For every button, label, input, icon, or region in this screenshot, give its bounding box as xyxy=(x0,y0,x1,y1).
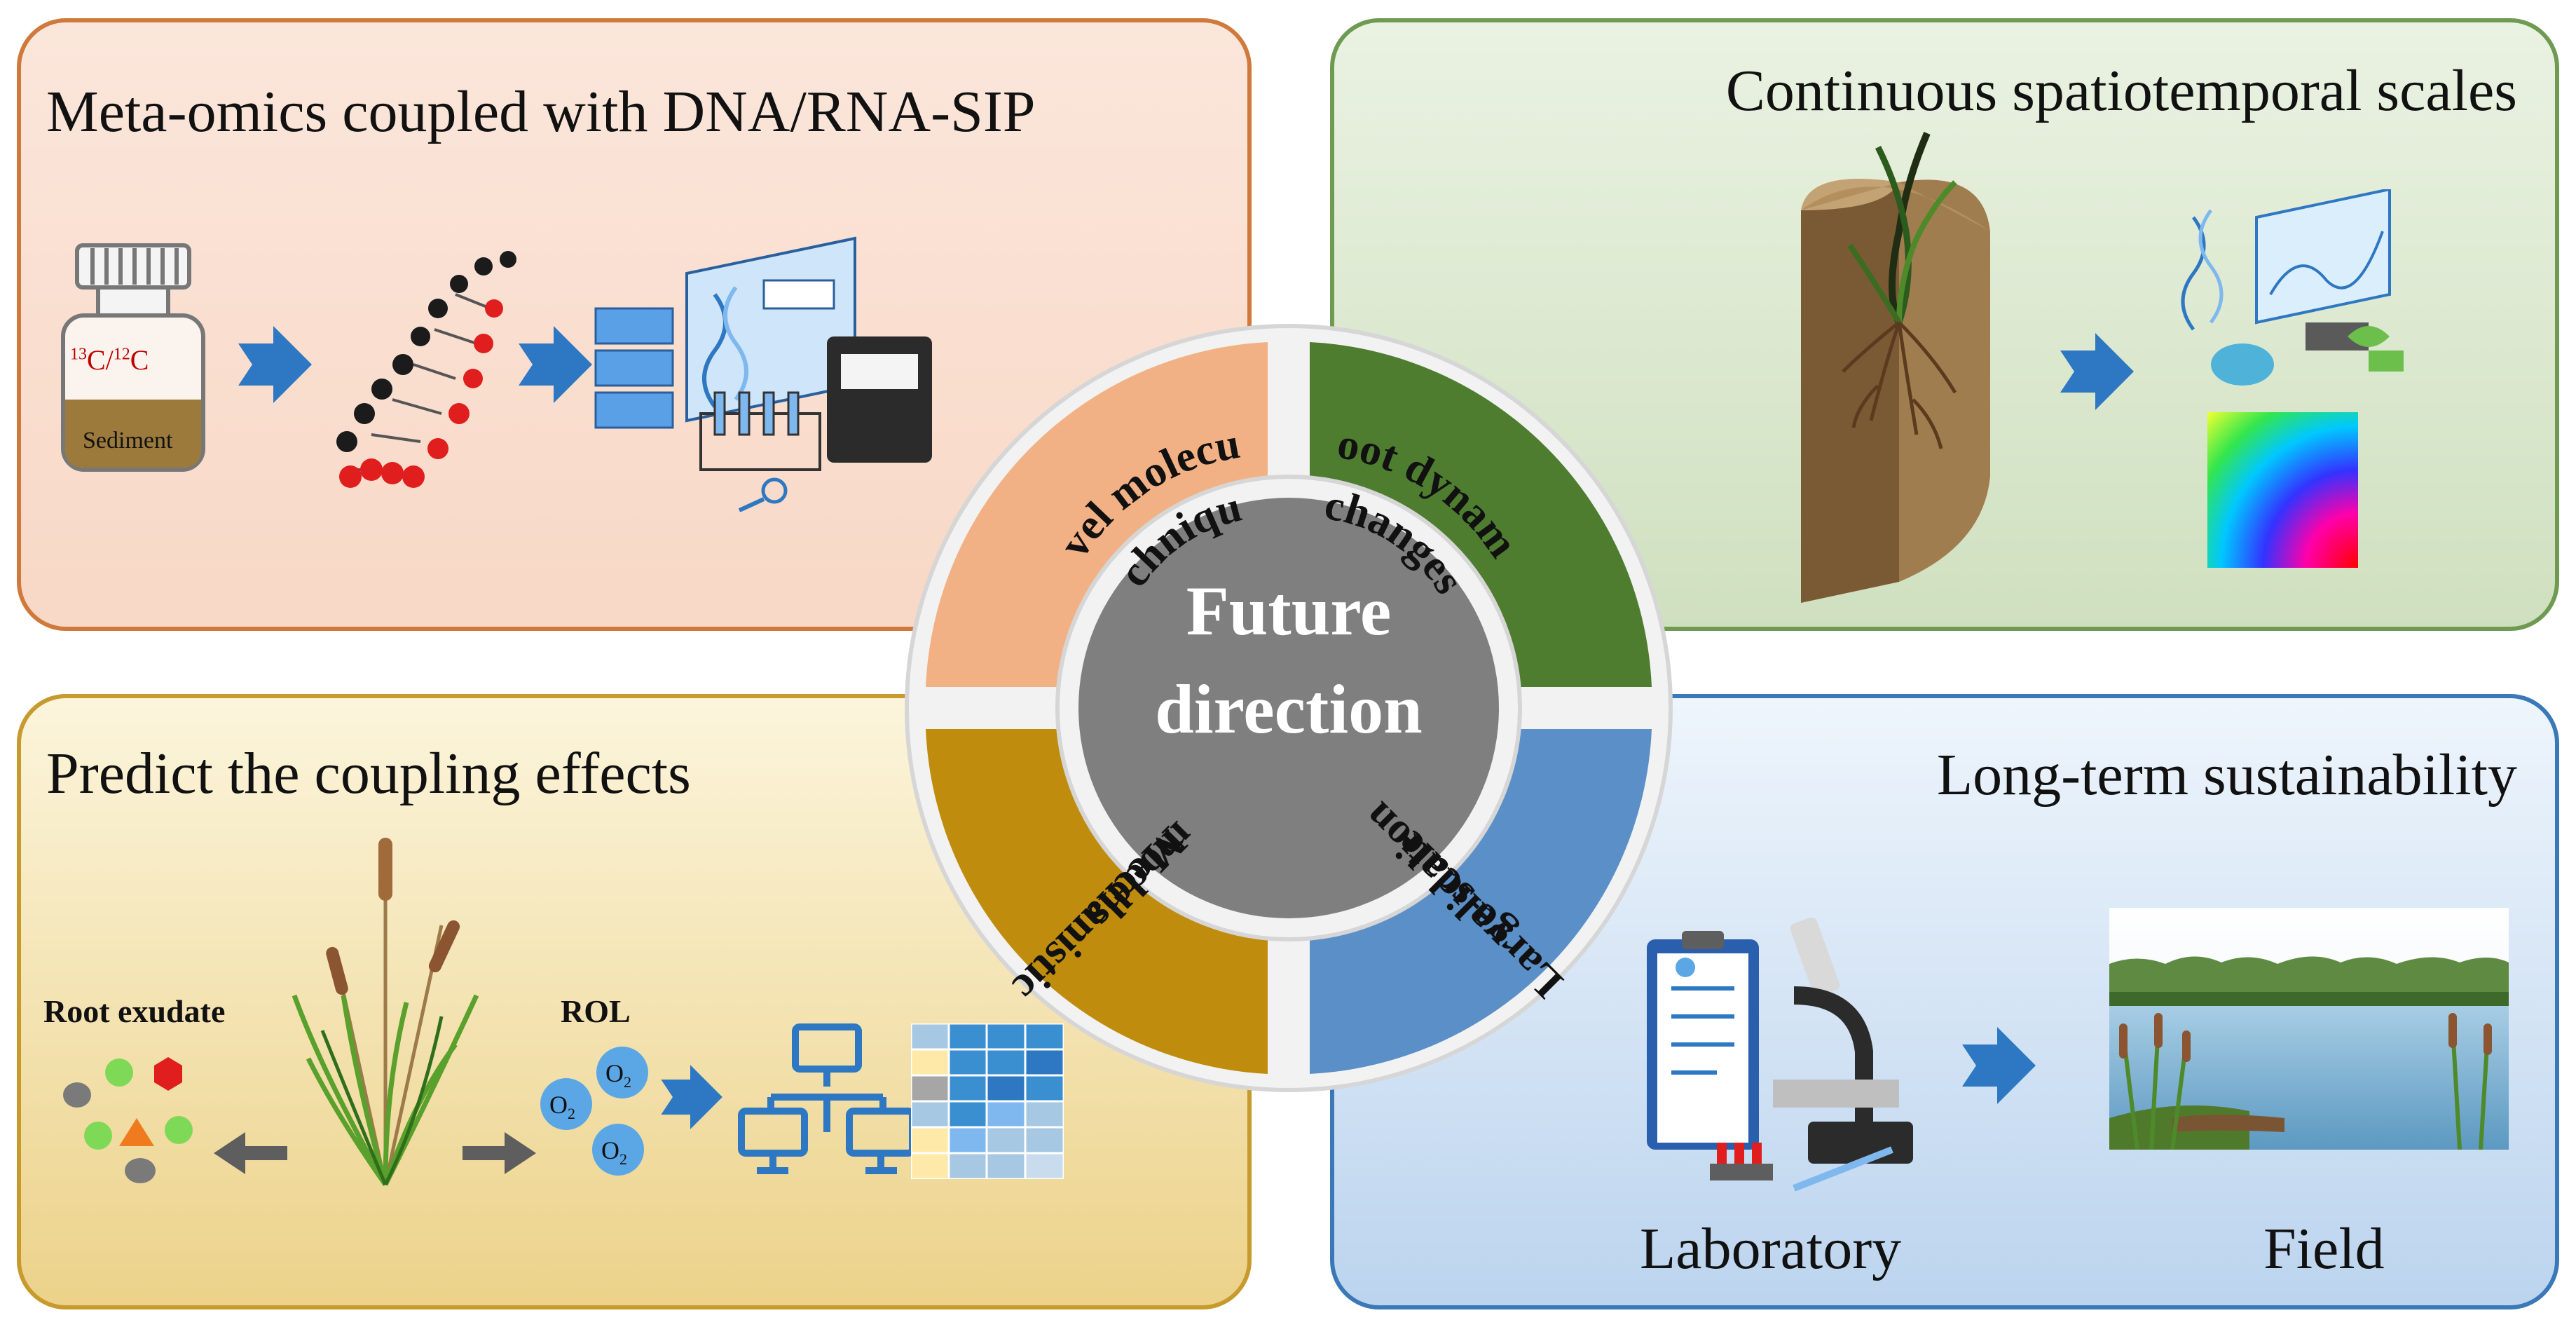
color-map-icon xyxy=(2207,412,2358,568)
dna-helix-icon xyxy=(336,251,516,488)
root-exudate-molecules-icon xyxy=(63,1057,193,1183)
arrow-right-icon xyxy=(238,326,312,403)
o2-bubble-icon xyxy=(596,1047,648,1098)
title-spatiotemporal: Continuous spatiotemporal scales xyxy=(1725,58,2517,123)
o2-label: O2 xyxy=(549,1091,575,1123)
arrow-right-icon xyxy=(1962,1027,2036,1104)
o2-bubble-icon xyxy=(592,1124,644,1176)
arrow-right-icon xyxy=(661,1065,722,1129)
arrow-right-icon xyxy=(519,326,592,403)
arrow-left-icon xyxy=(214,1132,287,1174)
o2-label: O2 xyxy=(601,1136,627,1169)
root-exudate-label: Root exudate xyxy=(43,993,226,1029)
field-label: Field xyxy=(2263,1216,2385,1281)
heatmap-grid-icon xyxy=(911,1023,1064,1179)
cattail-plant-icon xyxy=(292,838,479,1187)
rol-label: ROL xyxy=(561,993,631,1029)
title-predict-coupling: Predict the coupling effects xyxy=(46,741,691,806)
o2-bubble-icon xyxy=(540,1078,592,1130)
center-circle xyxy=(1078,498,1499,918)
lab-computer-icon xyxy=(594,236,932,512)
title-meta-omics: Meta-omics coupled with DNA/RNA-SIP xyxy=(46,79,1036,144)
arrow-right-gray-icon xyxy=(463,1132,536,1174)
analysis-computer-icon xyxy=(2181,189,2404,386)
center-title-line1: Future xyxy=(1186,572,1392,650)
arrow-right-icon xyxy=(2060,333,2134,410)
sediment-label: Sediment xyxy=(83,428,173,454)
laboratory-label: Laboratory xyxy=(1640,1216,1902,1281)
o2-label: O2 xyxy=(605,1059,631,1091)
laboratory-microscope-icon xyxy=(1647,917,1913,1192)
center-title-line2: direction xyxy=(1155,670,1422,748)
field-landscape-icon xyxy=(2109,908,2509,1150)
sediment-bottle-icon xyxy=(61,243,205,472)
soil-core-icon xyxy=(1801,132,1990,603)
isotope-label: 13C/12C xyxy=(70,344,149,376)
title-sustainability: Long-term sustainability xyxy=(1936,742,2517,808)
